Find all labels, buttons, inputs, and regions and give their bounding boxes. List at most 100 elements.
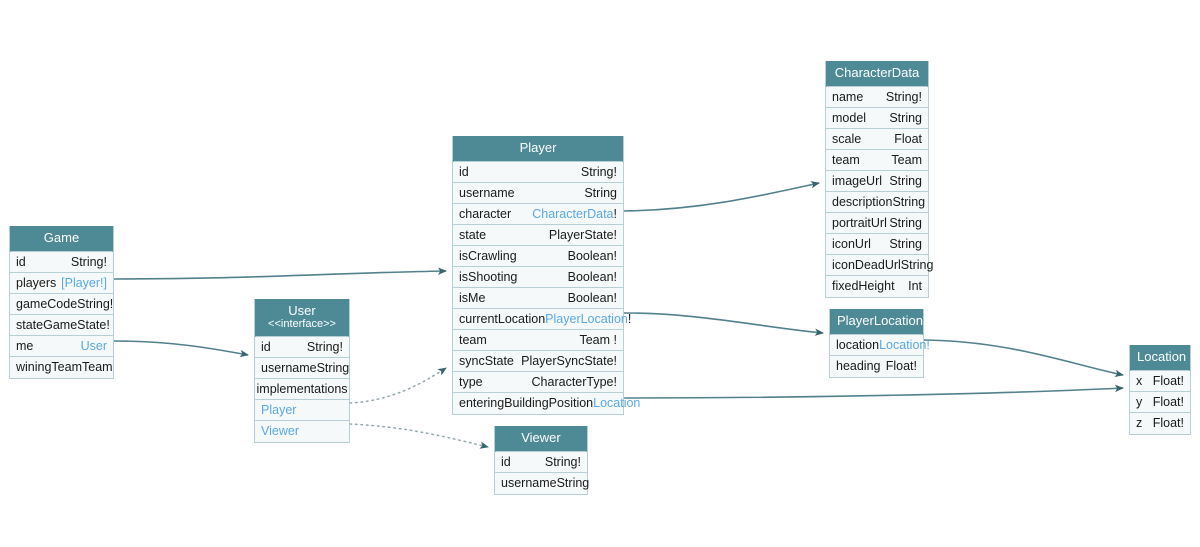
field-row[interactable]: z Float!	[1130, 412, 1190, 434]
field-row[interactable]: type CharacterType!	[453, 371, 623, 393]
field-row[interactable]: isCrawling Boolean!	[453, 245, 623, 267]
entity-playerlocation[interactable]: PlayerLocation location Location! headin…	[829, 309, 930, 378]
entity-characterdata[interactable]: CharacterData name String! model String …	[825, 61, 933, 298]
field-type: String	[316, 360, 350, 375]
entity-player[interactable]: Player id String! username String charac…	[452, 136, 640, 415]
entity-game-title: Game	[10, 226, 113, 252]
field-name: username	[501, 476, 557, 491]
field-type: PlayerState!	[548, 227, 617, 242]
field-type-suffix: !	[627, 311, 632, 326]
field-row[interactable]: state GameState!	[10, 314, 113, 336]
field-row[interactable]: isShooting Boolean!	[453, 266, 623, 288]
field-type: String!	[580, 164, 617, 179]
edge-user-implements-player	[349, 367, 447, 404]
field-type: String!	[77, 296, 114, 311]
field-row[interactable]: scale Float	[826, 128, 928, 150]
field-row[interactable]: iconDeadUrl String	[826, 254, 933, 276]
field-type: String	[889, 173, 922, 188]
field-type: String!	[885, 89, 922, 104]
field-row[interactable]: x Float!	[1130, 370, 1190, 392]
entity-user-stereotype: <<interface>>	[268, 317, 336, 330]
field-row[interactable]: y Float!	[1130, 391, 1190, 413]
field-name: imageUrl	[832, 173, 883, 188]
field-row[interactable]: isMe Boolean!	[453, 287, 623, 309]
field-type: Location!	[879, 337, 930, 352]
field-type: CharacterType!	[531, 374, 617, 389]
edge-player-currentlocation-to-playerlocation	[623, 312, 824, 336]
field-name: Viewer	[261, 424, 299, 439]
field-name: name	[832, 89, 864, 104]
field-row[interactable]: username String	[255, 357, 350, 379]
entity-user[interactable]: User <<interface>> id String! username S…	[254, 299, 350, 443]
field-type: String	[889, 110, 922, 125]
field-type: GameState!	[43, 317, 110, 332]
field-row[interactable]: username String	[495, 472, 589, 494]
field-name: state	[16, 317, 44, 332]
field-row[interactable]: syncState PlayerSyncState!	[453, 350, 623, 372]
field-row[interactable]: team Team	[826, 149, 928, 171]
field-name: team	[459, 332, 487, 347]
field-row[interactable]: id String!	[453, 161, 623, 183]
entity-location-title: Location	[1130, 345, 1190, 371]
entity-location[interactable]: Location x Float! y Float! z Float!	[1129, 345, 1191, 435]
field-row[interactable]: winingTeam Team	[10, 356, 113, 378]
field-name: character	[459, 206, 512, 221]
field-row[interactable]: iconUrl String	[826, 233, 928, 255]
field-name: iconUrl	[832, 236, 871, 251]
field-row[interactable]: character CharacterData!	[453, 203, 623, 225]
field-type-ref: CharacterData	[532, 206, 614, 221]
field-name: iconDeadUrl	[832, 257, 901, 272]
field-row[interactable]: name String!	[826, 86, 928, 108]
field-row[interactable]: model String	[826, 107, 928, 129]
field-name: z	[1136, 416, 1143, 431]
field-name: Player	[261, 402, 297, 417]
field-type: String	[889, 215, 922, 230]
implementation-player[interactable]: Player	[255, 399, 349, 421]
field-row[interactable]: portraitUrl String	[826, 212, 928, 234]
field-type: Boolean!	[567, 290, 617, 305]
field-name: username	[261, 360, 317, 375]
field-row[interactable]: id String!	[255, 336, 349, 358]
field-row[interactable]: currentLocation PlayerLocation!	[453, 308, 631, 330]
field-row[interactable]: me User	[10, 335, 113, 357]
entity-game[interactable]: Game id String! players [Player!] gameCo…	[9, 226, 114, 379]
field-type: String!	[306, 339, 343, 354]
field-row[interactable]: heading Float!	[830, 355, 923, 377]
field-name: type	[459, 374, 483, 389]
field-row[interactable]: description String	[826, 191, 928, 213]
field-name: players	[16, 275, 57, 290]
field-name: portraitUrl	[832, 215, 887, 230]
field-type: Float!	[1152, 394, 1184, 409]
field-row[interactable]: id String!	[10, 251, 113, 273]
entity-characterdata-title: CharacterData	[826, 61, 928, 87]
field-name: id	[261, 339, 271, 354]
field-row[interactable]: state PlayerState!	[453, 224, 623, 246]
field-name: currentLocation	[459, 311, 546, 326]
entity-viewer[interactable]: Viewer id String! username String	[494, 426, 589, 495]
field-type: Float	[894, 131, 922, 146]
field-name: description	[832, 194, 893, 209]
field-type: String	[900, 257, 934, 272]
field-name: state	[459, 227, 487, 242]
entity-player-title: Player	[453, 136, 623, 162]
field-row[interactable]: enteringBuildingPosition Location	[453, 392, 640, 414]
field-row[interactable]: location Location!	[830, 334, 930, 356]
edge-game-me-to-user	[113, 340, 249, 358]
field-row[interactable]: team Team !	[453, 329, 623, 351]
implementation-viewer[interactable]: Viewer	[255, 420, 349, 442]
field-type: Boolean!	[567, 269, 617, 284]
field-row[interactable]: players [Player!]	[10, 272, 113, 294]
field-name: id	[16, 254, 26, 269]
field-row[interactable]: fixedHeight Int	[826, 275, 928, 297]
field-row[interactable]: gameCode String!	[10, 293, 114, 315]
field-type: String	[892, 194, 926, 209]
field-row[interactable]: id String!	[495, 451, 587, 473]
field-type: String!	[544, 454, 581, 469]
field-row[interactable]: username String	[453, 182, 623, 204]
field-row[interactable]: imageUrl String	[826, 170, 928, 192]
field-type: Team	[82, 360, 113, 375]
field-type: Location	[593, 396, 641, 411]
entity-user-title: User <<interface>>	[255, 299, 349, 337]
field-type: Float!	[1152, 416, 1184, 431]
